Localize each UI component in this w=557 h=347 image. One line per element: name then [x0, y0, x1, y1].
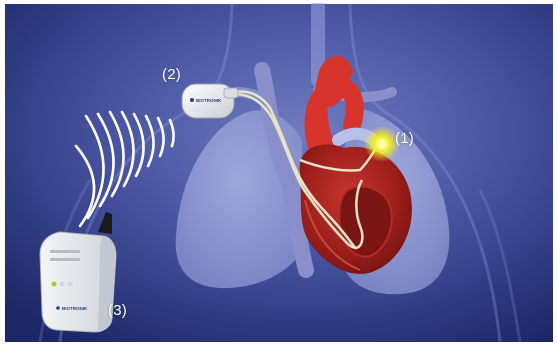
implant-sensor — [377, 139, 387, 149]
transmitter-brand: BIOTRONIK — [62, 306, 88, 311]
heart-chamber-cutaway — [339, 187, 391, 257]
callout-transmitter: (3) — [108, 302, 127, 319]
callout-pacemaker: (2) — [162, 66, 181, 83]
pacemaker-device: BIOTRONIK — [182, 84, 238, 118]
pacemaker-brand: BIOTRONIK — [196, 98, 222, 103]
callout-implant: (1) — [395, 130, 414, 147]
